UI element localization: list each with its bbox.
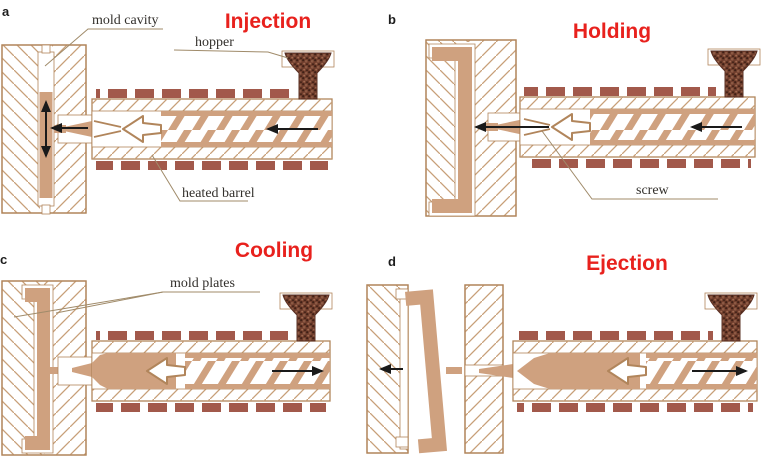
panel-ejection: d Ejection bbox=[366, 252, 758, 454]
ejected-part bbox=[405, 289, 448, 454]
stage-title-cooling: Cooling bbox=[235, 239, 313, 262]
panel-letter-a: a bbox=[2, 4, 10, 19]
leader-hopper bbox=[173, 49, 289, 59]
heater-bands-bottom bbox=[524, 159, 751, 168]
stage-title-injection: Injection bbox=[225, 10, 311, 33]
flow-arrows bbox=[41, 100, 318, 158]
molded-part bbox=[432, 47, 472, 213]
heater-bands-top bbox=[517, 331, 713, 340]
melt-pool bbox=[517, 353, 640, 389]
mold-assembly bbox=[1, 44, 87, 215]
mold-plate-moving bbox=[366, 284, 409, 454]
heater-bands-bottom bbox=[96, 403, 326, 412]
panel-letter-b: b bbox=[388, 12, 396, 27]
heater-bands-top bbox=[96, 331, 288, 340]
leader-mold-plate-right bbox=[55, 291, 164, 314]
leader-screw bbox=[541, 130, 718, 200]
heater-bands-bottom bbox=[96, 161, 328, 170]
heater-bands-bottom bbox=[517, 403, 753, 412]
mold-plate-fixed bbox=[464, 284, 513, 454]
screw bbox=[523, 109, 755, 145]
leader-mold-cavity bbox=[44, 28, 163, 67]
molded-part bbox=[25, 288, 50, 450]
panel-cooling: mold plates c Cooling bbox=[0, 239, 333, 456]
label-screw: screw bbox=[636, 183, 670, 198]
panel-letter-d: d bbox=[388, 254, 396, 269]
melt-pool bbox=[92, 353, 176, 389]
panel-letter-c: c bbox=[0, 252, 7, 267]
stage-title-ejection: Ejection bbox=[586, 252, 668, 275]
label-mold-plates: mold plates bbox=[170, 276, 235, 291]
panel-injection: mold cavity hopper heated barrel a Injec… bbox=[1, 4, 335, 215]
nozzle bbox=[479, 364, 513, 378]
sprue bbox=[446, 367, 462, 374]
heater-bands-top bbox=[96, 89, 292, 98]
leader-heated-barrel bbox=[151, 154, 248, 202]
label-heated-barrel: heated barrel bbox=[182, 186, 255, 201]
panel-holding: screw b Holding bbox=[388, 12, 761, 217]
label-hopper: hopper bbox=[195, 35, 234, 50]
stage-title-holding: Holding bbox=[573, 20, 651, 43]
label-mold-cavity: mold cavity bbox=[92, 13, 159, 28]
heater-bands-top bbox=[524, 87, 716, 96]
nozzle bbox=[57, 356, 93, 386]
